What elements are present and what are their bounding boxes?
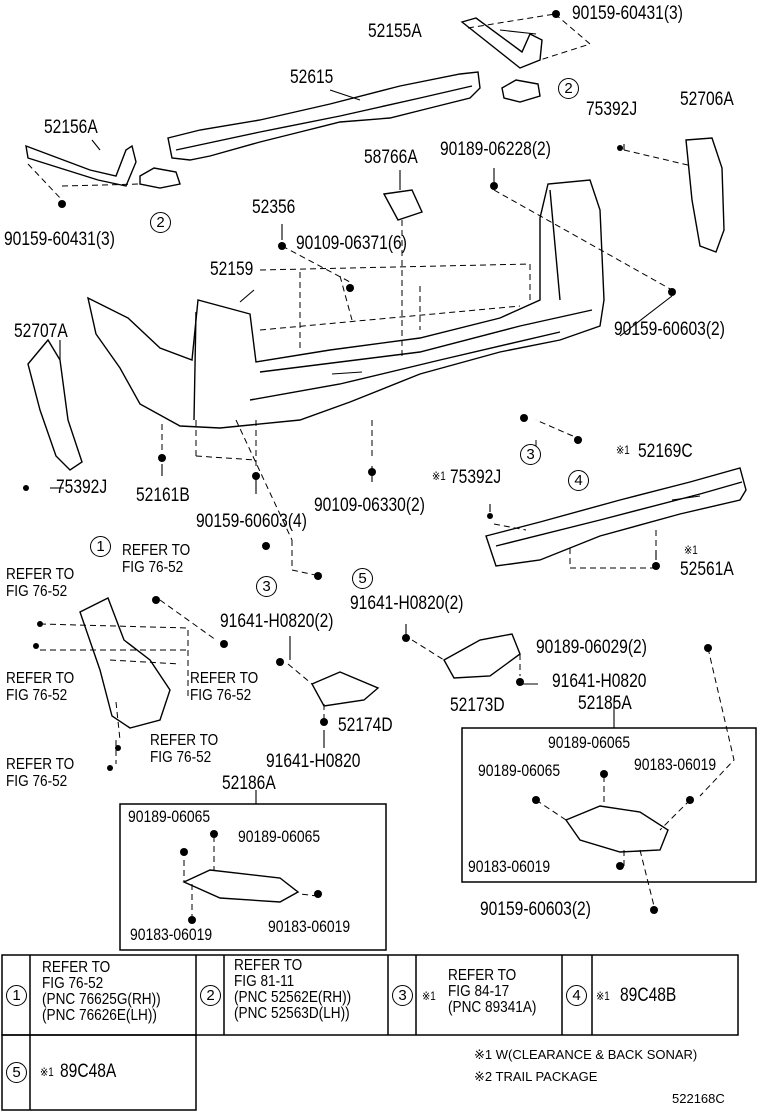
footnote-1: ※1 W(CLEARANCE & BACK SONAR) [474, 1047, 698, 1062]
refer-to-fig-76-52-e: REFER TO FIG 76-52 [150, 732, 219, 766]
legend-text-5: 89C48A [60, 1061, 117, 1082]
label-90183-06019-r2: 90183-06019 [468, 857, 551, 876]
bracket-52156A [25, 144, 137, 187]
callout-3-upper: 3 [520, 444, 541, 465]
callout-3-lower: 3 [256, 576, 277, 597]
label-91641-H0820-2b: 91641-H0820(2) [220, 611, 334, 632]
label-52356: 52356 [252, 197, 296, 218]
legend-text-4: 89C48B [620, 985, 677, 1006]
step-pad-52169C [485, 467, 747, 567]
legend-text-2: REFER TO FIG 81-11 (PNC 52562E(RH)) (PNC… [234, 957, 352, 1022]
label-52169C: 52169C [638, 441, 693, 462]
legend-circle-1: 1 [6, 985, 27, 1006]
refer-to-fig-76-52-c: REFER TO FIG 76-52 [6, 670, 75, 704]
label-75392J-mid: 75392J [450, 467, 502, 488]
diagram-code: 522168C [672, 1091, 725, 1106]
label-91641-H0820-2a: 91641-H0820(2) [350, 593, 464, 614]
bracket-52155A [460, 17, 543, 69]
label-90159-60431-left: 90159-60431(3) [4, 229, 115, 250]
legend-mark-x1-5: ※1 [40, 1065, 54, 1079]
label-90183-06019-l2: 90183-06019 [268, 917, 351, 936]
label-52185A: 52185A [578, 693, 632, 714]
legend-circle-5: 5 [6, 1062, 27, 1083]
legend-text-3: REFER TO FIG 84-17 (PNC 89341A) [448, 967, 537, 1016]
callout-2-right: 2 [558, 78, 579, 99]
legend-circle-3: 3 [392, 985, 413, 1006]
refer-to-fig-76-52-a: REFER TO FIG 76-52 [122, 542, 191, 576]
legend-mark-x1-4: ※1 [596, 989, 610, 1003]
label-52174D: 52174D [338, 715, 393, 736]
legend-text-1: REFER TO FIG 76-52 (PNC 76625G(RH)) (PNC… [42, 959, 161, 1024]
mark-x1-75392J: ※1 [432, 469, 446, 483]
label-90159-60603-bottom: 90159-60603(2) [480, 899, 591, 920]
label-91641-H0820-b: 91641-H0820 [266, 751, 361, 772]
label-90189-06065-l2: 90189-06065 [238, 827, 321, 846]
refer-to-fig-76-52-f: REFER TO FIG 76-52 [6, 756, 75, 790]
label-58766A: 58766A [364, 147, 418, 168]
label-52156A: 52156A [44, 117, 98, 138]
refer-to-fig-76-52-b: REFER TO FIG 76-52 [6, 566, 75, 600]
label-90183-06019-l1: 90183-06019 [130, 925, 213, 944]
label-90189-06065-r1: 90189-06065 [548, 733, 631, 752]
legend-circle-4: 4 [566, 985, 587, 1006]
label-52155A: 52155A [368, 21, 422, 42]
label-52615: 52615 [290, 67, 334, 88]
label-75392J-left: 75392J [56, 477, 108, 498]
label-90159-60603-right: 90159-60603(2) [614, 319, 725, 340]
mark-x1-52169C: ※1 [616, 443, 630, 457]
label-52186A: 52186A [222, 773, 276, 794]
label-90189-06228: 90189-06228(2) [440, 139, 551, 160]
label-90183-06019-r1: 90183-06019 [634, 755, 717, 774]
label-52173D: 52173D [450, 695, 505, 716]
label-52561A: 52561A [680, 559, 734, 580]
reinforcement-52615 [167, 71, 481, 161]
label-52706A: 52706A [680, 89, 734, 110]
legend-mark-x1-3: ※1 [422, 989, 436, 1003]
refer-to-fig-76-52-d: REFER TO FIG 76-52 [190, 670, 259, 704]
label-90189-06029: 90189-06029(2) [536, 637, 647, 658]
label-75392J-top: 75392J [586, 99, 638, 120]
retainer-52706A [685, 137, 725, 253]
label-90189-06065-r2: 90189-06065 [478, 761, 561, 780]
label-52159: 52159 [210, 259, 254, 280]
callout-5: 5 [352, 568, 373, 589]
callout-2-left: 2 [150, 212, 171, 233]
legend-circle-2: 2 [200, 985, 221, 1006]
label-52161B: 52161B [136, 485, 190, 506]
mark-x1-52561A: ※1 [684, 543, 698, 557]
footnote-2: ※2 TRAIL PACKAGE [474, 1069, 598, 1084]
label-90159-60603-mid: 90159-60603(4) [196, 511, 307, 532]
label-91641-H0820-a: 91641-H0820 [552, 671, 647, 692]
label-90159-60431-top: 90159-60431(3) [572, 3, 683, 24]
mudguard-left [79, 597, 171, 729]
bumper-cover-52159 [86, 179, 605, 429]
label-90189-06065-l1: 90189-06065 [128, 807, 211, 826]
label-90109-06330: 90109-06330(2) [314, 495, 425, 516]
retainer-52707A [27, 338, 83, 471]
callout-1: 1 [90, 536, 111, 557]
label-90109-06371: 90109-06371(6) [296, 233, 407, 254]
callout-4: 4 [568, 470, 589, 491]
label-52707A: 52707A [14, 321, 68, 342]
